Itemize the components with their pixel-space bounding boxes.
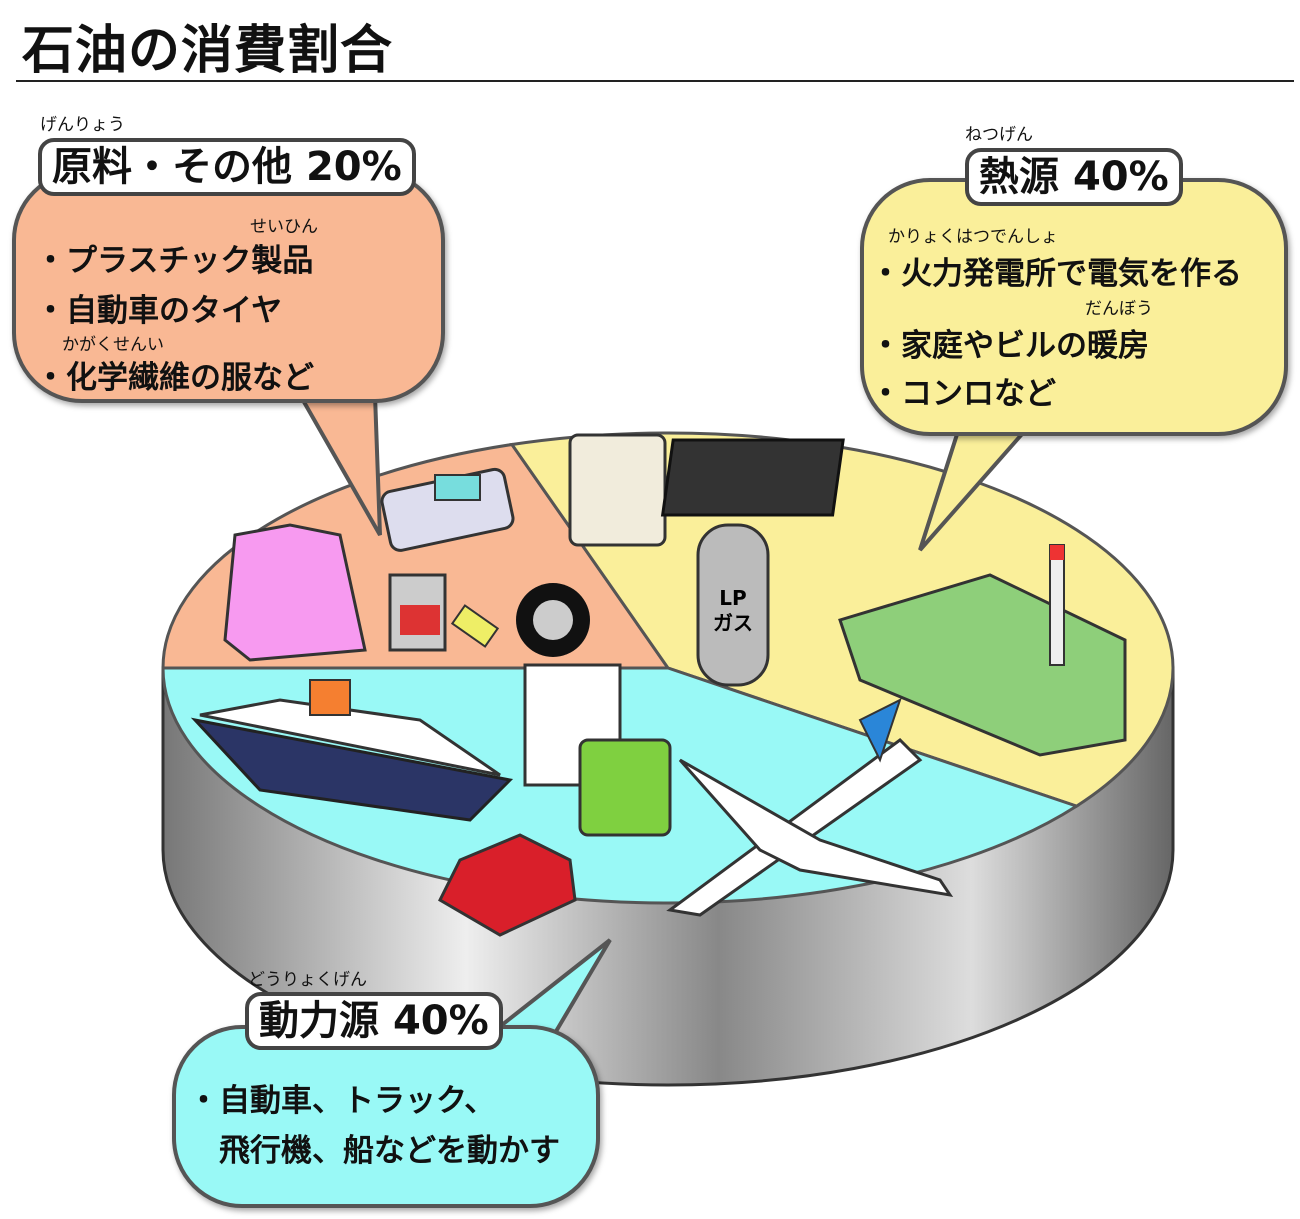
svg-text:ガス: ガス bbox=[713, 611, 753, 635]
callout-heat-source bbox=[860, 178, 1288, 436]
callout-power-source bbox=[172, 1025, 600, 1208]
lp-gas-cylinder-icon: LP ガス bbox=[696, 523, 770, 687]
slice-value-label: 40% bbox=[392, 998, 489, 1044]
item-ruby: せいひん bbox=[250, 217, 318, 237]
gas-stove-icon bbox=[660, 438, 845, 517]
list-item: ・自動車、トラック、 bbox=[188, 1083, 496, 1119]
list-item: ・火力発電所で電気を作る bbox=[870, 256, 1242, 292]
slice-value-label: 40% bbox=[1072, 154, 1169, 200]
item-ruby: かがくせんい bbox=[62, 335, 164, 355]
slice-label: 動力源 bbox=[259, 998, 379, 1044]
callout-raw-materials bbox=[12, 170, 445, 403]
telephone-icon bbox=[380, 467, 515, 552]
heater-icon bbox=[568, 433, 667, 547]
paint-roller-icon bbox=[450, 604, 500, 648]
list-item: ・自動車のタイヤ bbox=[35, 293, 283, 329]
item-ruby: かりょくはつでんしょ bbox=[888, 227, 1058, 247]
paint-can-icon bbox=[388, 573, 447, 652]
list-item: ・家庭やビルの暖房 bbox=[870, 328, 1149, 364]
slice-value-label: 20% bbox=[305, 144, 402, 190]
heading-raw-materials: 原料・その他 20% bbox=[38, 138, 416, 196]
item-ruby: だんぼう bbox=[1085, 299, 1153, 319]
list-item: 飛行機、船などを動かす bbox=[188, 1133, 560, 1169]
list-item: ・コンロなど bbox=[870, 376, 1056, 412]
slice-label: 原料・その他 bbox=[52, 144, 292, 190]
ship-icon bbox=[190, 679, 514, 822]
list-item: ・プラスチック製品 bbox=[35, 243, 314, 279]
ruby-power-heading: どうりょくげん bbox=[248, 970, 367, 990]
ruby-raw-heading: げんりょう bbox=[40, 115, 125, 135]
truck-icon bbox=[523, 663, 672, 837]
page-title: 石油の消費割合 bbox=[22, 21, 394, 81]
jacket-icon bbox=[223, 523, 367, 662]
factory-icon bbox=[838, 544, 1127, 757]
heading-heat-source: 熱源 40% bbox=[965, 148, 1183, 206]
slice-label: 熱源 bbox=[979, 154, 1059, 200]
airplane-icon bbox=[666, 698, 954, 917]
ruby-heat-heading: ねつげん bbox=[965, 125, 1033, 145]
lp-gas-label: LP bbox=[719, 586, 746, 610]
tire-icon bbox=[516, 583, 590, 657]
title-divider bbox=[16, 80, 1294, 82]
heading-power-source: 動力源 40% bbox=[245, 992, 503, 1050]
list-item: ・化学繊維の服など bbox=[35, 360, 314, 396]
car-icon bbox=[438, 833, 577, 937]
